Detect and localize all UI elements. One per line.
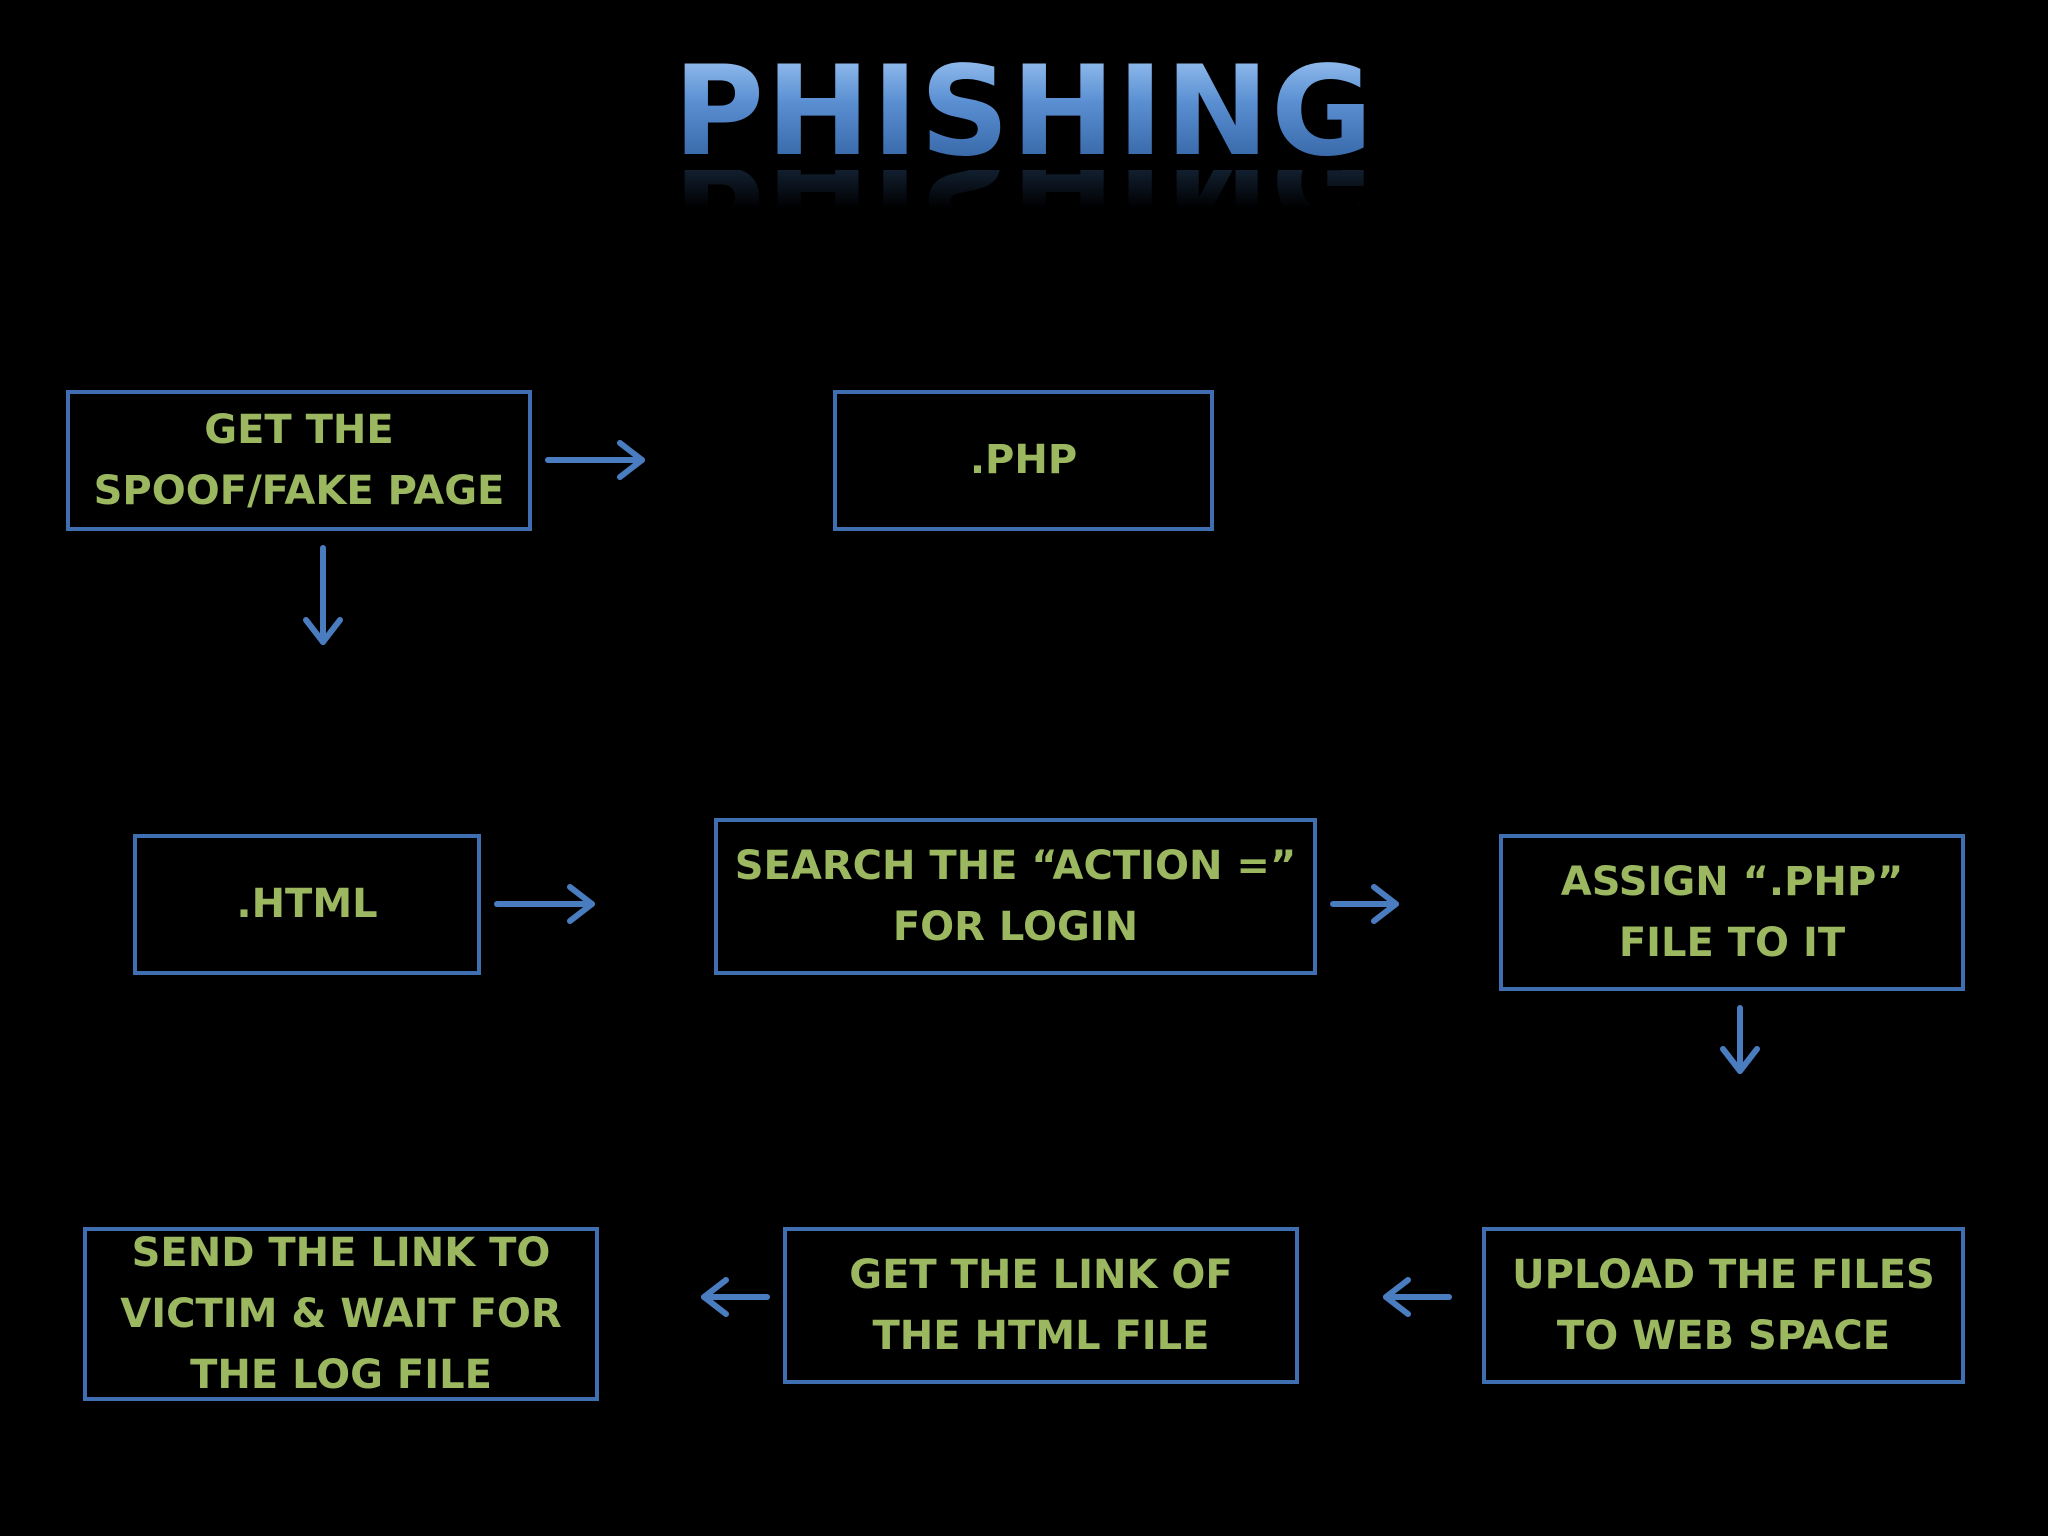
step-send-link-label: SEND THE LINK TO VICTIM & WAIT FOR THE L… [120,1229,562,1398]
arrow-getlink-to-send [701,1277,770,1317]
step-upload-files: UPLOAD THE FILES TO WEB SPACE [1482,1227,1965,1384]
slide-title-container: PHISHING [0,50,2048,174]
step-assign-php-label: ASSIGN “.PHP” FILE TO IT [1560,858,1904,966]
arrow-spoof-to-php [545,440,645,480]
step-get-spoof-page: GET THE SPOOF/FAKE PAGE [66,390,532,531]
arrow-upload-to-getlink [1383,1277,1452,1317]
step-get-link-label: GET THE LINK OF THE HTML FILE [849,1251,1233,1359]
step-send-link: SEND THE LINK TO VICTIM & WAIT FOR THE L… [83,1227,599,1401]
step-html-label: .HTML [236,881,378,927]
step-search-action-label: SEARCH THE “ACTION =” FOR LOGIN [734,842,1297,950]
arrow-assign-to-upload [1720,1005,1760,1074]
step-get-spoof-page-label: GET THE SPOOF/FAKE PAGE [93,406,505,514]
step-html: .HTML [133,834,481,975]
step-upload-files-label: UPLOAD THE FILES TO WEB SPACE [1512,1251,1935,1359]
step-get-link: GET THE LINK OF THE HTML FILE [783,1227,1299,1384]
slide-title: PHISHING [673,40,1375,184]
arrow-spoof-to-html [303,545,343,645]
arrow-search-to-assign [1330,884,1399,924]
step-search-action: SEARCH THE “ACTION =” FOR LOGIN [714,818,1317,975]
arrow-html-to-search [494,884,595,924]
step-php: .PHP [833,390,1214,531]
step-assign-php: ASSIGN “.PHP” FILE TO IT [1499,834,1965,991]
step-php-label: .PHP [969,437,1078,483]
